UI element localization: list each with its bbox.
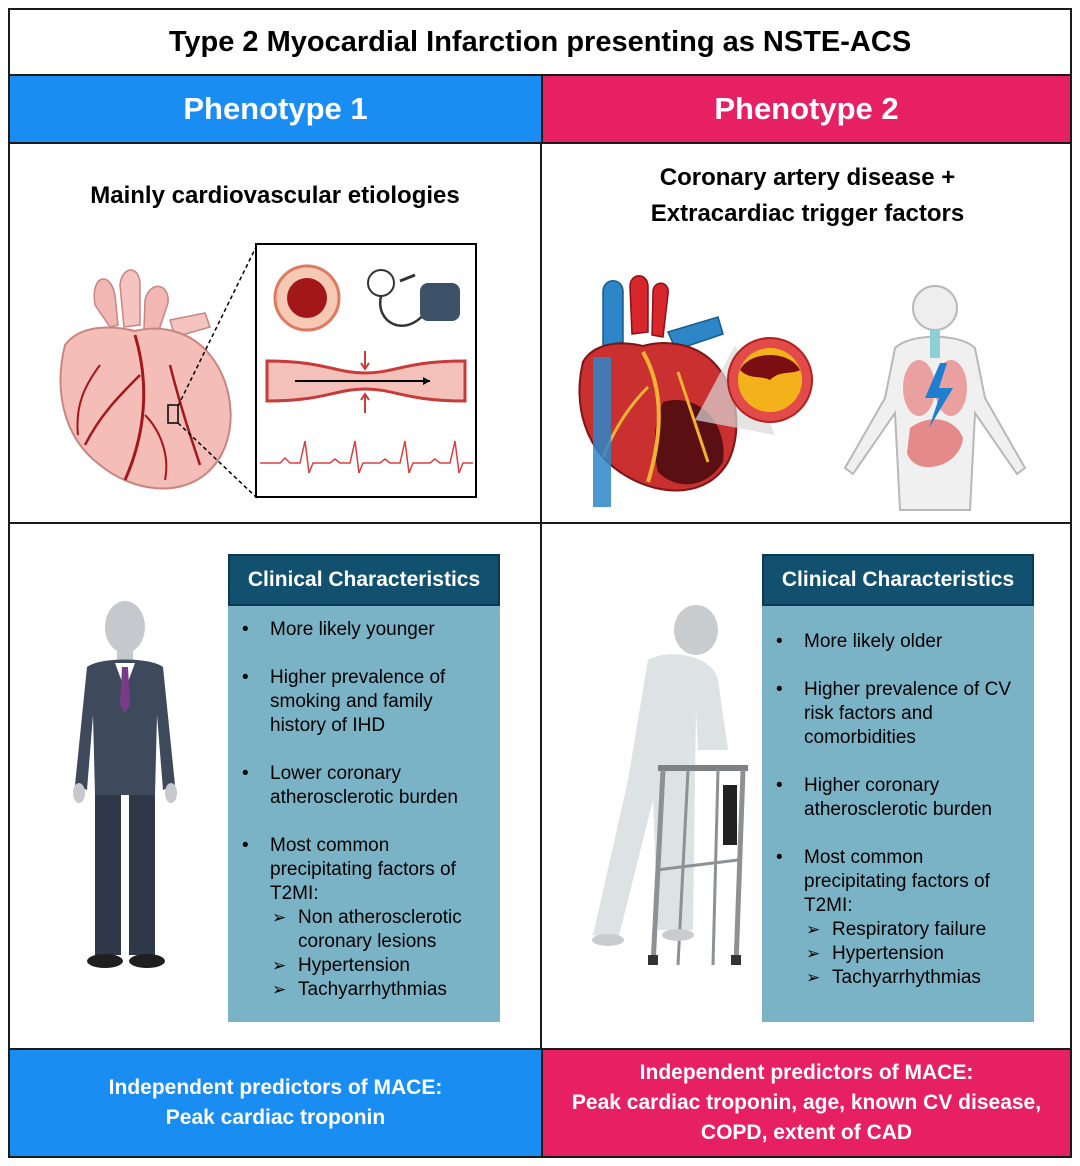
plaque-cross-section	[695, 337, 813, 435]
young-man-figure	[73, 601, 177, 968]
phenotype2-subtitle-line1: Coronary artery disease +	[659, 164, 956, 191]
phenotype2-footer-label: Independent predictors of MACE:	[639, 1061, 974, 1084]
phenotype2-characteristics-title: Clinical Characteristics	[762, 554, 1034, 606]
infographic-frame: Type 2 Myocardial Infarction presenting …	[8, 8, 1072, 1158]
phenotype2-footer: Independent predictors of MACE: Peak car…	[541, 1050, 1070, 1156]
phenotype2-bullet-list: More likely older Higher prevalence of C…	[772, 630, 1024, 990]
row-divider	[10, 522, 1070, 524]
phenotype2-footer-value-line2: COPD, extent of CAD	[700, 1121, 913, 1144]
phenotype1-factor-list: Non atherosclerotic coronary lesions Hyp…	[270, 906, 490, 1002]
phenotype2-characteristics-box: More likely older Higher prevalence of C…	[762, 606, 1034, 1022]
phenotype2-header: Phenotype 2	[541, 76, 1070, 144]
phenotype1-characteristics-title: Clinical Characteristics	[228, 554, 500, 606]
phenotype2-subtitle-line2: Extracardiac trigger factors	[650, 200, 965, 227]
list-item: Higher coronary atherosclerotic burden	[772, 774, 1024, 822]
list-item: Hypertension	[270, 954, 490, 978]
phenotype1-header: Phenotype 1	[10, 76, 541, 144]
list-item: Tachyarrhythmias	[270, 978, 490, 1002]
list-item: Higher prevalence of smoking and family …	[238, 666, 490, 738]
phenotype1-footer: Independent predictors of MACE: Peak car…	[10, 1050, 541, 1156]
precipitating-factors-label: Most common precipitating factors of T2M…	[804, 847, 990, 916]
list-item: Tachyarrhythmias	[804, 966, 1024, 990]
phenotype2-footer-value-line1: Peak cardiac troponin, age, known CV dis…	[571, 1091, 1042, 1114]
list-item: More likely older	[772, 630, 1024, 654]
human-body-organs	[843, 285, 1027, 511]
phenotype1-footer-value: Peak cardiac troponin	[165, 1106, 386, 1129]
list-item: Most common precipitating factors of T2M…	[238, 834, 490, 1002]
footer-divider	[10, 1048, 1070, 1050]
phenotype1-footer-label: Independent predictors of MACE:	[108, 1076, 443, 1099]
phenotype1-characteristics-box: More likely younger Higher prevalence of…	[228, 606, 500, 1022]
column-divider	[540, 144, 542, 1050]
list-item: More likely younger	[238, 618, 490, 642]
list-item: Higher prevalence of CV risk factors and…	[772, 678, 1024, 750]
phenotype1-subtitle: Mainly cardiovascular etiologies	[90, 182, 460, 209]
list-item: Respiratory failure	[804, 918, 1024, 942]
etiology-inset-panel	[255, 243, 477, 498]
elderly-man-walker-figure	[592, 605, 748, 966]
list-item: Non atherosclerotic coronary lesions	[270, 906, 490, 954]
phenotype2-factor-list: Respiratory failure Hypertension Tachyar…	[804, 918, 1024, 990]
heart-illustration-pale	[59, 269, 232, 490]
phenotype1-bullet-list: More likely younger Higher prevalence of…	[238, 618, 490, 1002]
phenotype2-subtitle: Coronary artery disease + Extracardiac t…	[555, 160, 1060, 232]
precipitating-factors-label: Most common precipitating factors of T2M…	[270, 835, 456, 904]
list-item: Lower coronary atherosclerotic burden	[238, 762, 490, 810]
list-item: Most common precipitating factors of T2M…	[772, 846, 1024, 990]
list-item: Hypertension	[804, 942, 1024, 966]
page-title: Type 2 Myocardial Infarction presenting …	[10, 10, 1070, 76]
zoom-lines	[177, 244, 258, 499]
